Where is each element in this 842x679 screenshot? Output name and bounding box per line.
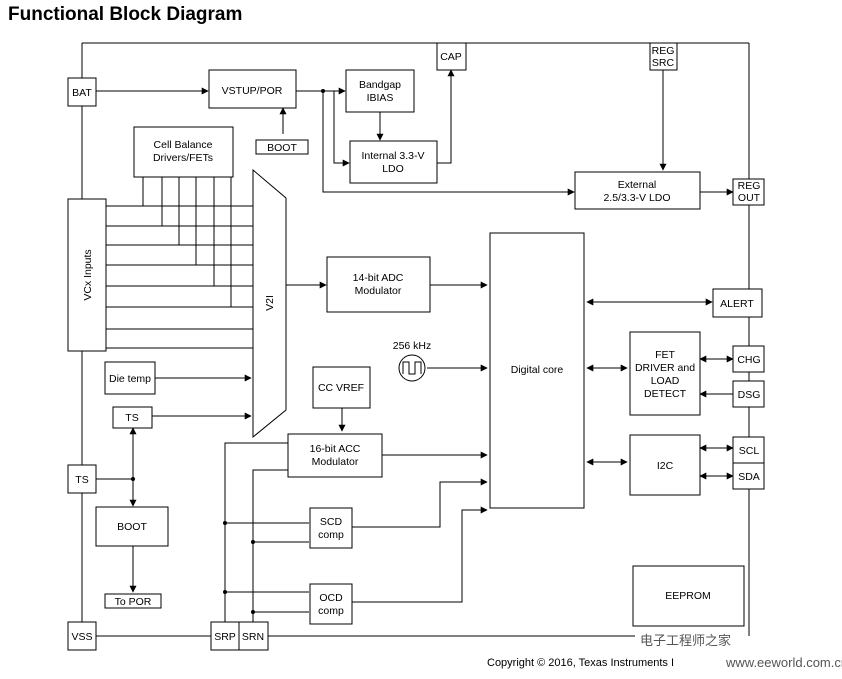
watermark-url: www.eeworld.com.cn [724, 655, 842, 670]
fet-driver-label-3: LOAD [651, 375, 680, 387]
block-boot-small: BOOT [255, 139, 309, 155]
pin-bat-label: BAT [72, 87, 92, 99]
cell-balance-label-2: Drivers/FETs [153, 152, 213, 164]
to-por-label: To POR [115, 596, 152, 608]
pin-vss-label: VSS [71, 631, 92, 643]
block-adc-modulator: 14-bit ADC Modulator [326, 256, 431, 313]
boot-large-label: BOOT [117, 521, 147, 533]
clock-label: 256 kHz [393, 340, 432, 352]
pin-bat: BAT [67, 77, 97, 107]
block-i2c: I2C [629, 434, 701, 496]
junction-dots [131, 89, 325, 614]
pin-srp-label: SRP [214, 631, 236, 643]
watermark-logo-text: 电子工程师之家 [640, 633, 732, 648]
scd-label-1: SCD [320, 516, 343, 528]
block-fet-driver: FET DRIVER and LOAD DETECT [629, 331, 701, 416]
pin-ts-label: TS [75, 474, 88, 486]
eeprom-label: EEPROM [665, 590, 711, 602]
block-external-ldo: External 2.5/3.3-V LDO [574, 171, 701, 210]
pin-vss: VSS [67, 621, 97, 651]
vstup-por-label: VSTUP/POR [222, 85, 283, 97]
i2c-label: I2C [657, 460, 674, 472]
block-cell-balance: Cell Balance Drivers/FETs [133, 126, 234, 178]
pin-scl: SCL [732, 436, 765, 464]
pin-ts: TS [67, 464, 97, 494]
block-acc-modulator: 16-bit ACC Modulator [287, 433, 383, 478]
block-internal-ldo: Internal 3.3-V LDO [349, 140, 438, 184]
ocd-label-2: comp [318, 605, 344, 617]
acc-label-2: Modulator [312, 456, 359, 468]
block-vcx-inputs: VCx Inputs [67, 198, 107, 352]
pin-srn: SRN [238, 621, 269, 651]
copyright-text: Copyright © 2016, Texas Instruments I [487, 657, 675, 669]
pin-srn-label: SRN [242, 631, 264, 643]
pin-reg-src-label-1: REG [652, 45, 675, 57]
pin-cap: CAP [436, 42, 467, 71]
block-clock: 256 kHz [393, 340, 432, 382]
block-die-temp: Die temp [104, 361, 156, 395]
block-eeprom: EEPROM [632, 565, 745, 627]
adc-label-1: 14-bit ADC [353, 272, 404, 284]
pin-reg-src-label-2: SRC [652, 57, 675, 69]
pin-dsg: DSG [732, 380, 765, 408]
cell-balance-label-1: Cell Balance [154, 139, 213, 151]
v2i-label: V2I [264, 295, 276, 311]
pin-cap-label: CAP [440, 51, 462, 63]
bandgap-label-1: Bandgap [359, 79, 401, 91]
wires [96, 69, 734, 622]
block-boot-large: BOOT [95, 506, 169, 547]
pin-sda: SDA [732, 462, 765, 490]
bandgap-label-2: IBIAS [367, 92, 394, 104]
block-vstup-por: VSTUP/POR [208, 69, 297, 109]
ts-internal-label: TS [125, 412, 138, 424]
block-cc-vref: CC VREF [312, 366, 371, 409]
block-ts-internal: TS [112, 406, 153, 429]
pin-alert: ALERT [712, 288, 763, 318]
fet-driver-label-1: FET [655, 349, 675, 361]
pin-scl-label: SCL [739, 445, 760, 457]
fet-driver-label-4: DETECT [644, 388, 687, 400]
external-ldo-label-1: External [618, 179, 657, 191]
adc-label-2: Modulator [355, 285, 402, 297]
pin-reg-src: REG SRC [649, 42, 678, 71]
digital-core-label: Digital core [511, 364, 564, 376]
pin-alert-label: ALERT [720, 298, 754, 310]
ocd-label-1: OCD [319, 592, 343, 604]
block-digital-core: Digital core [489, 232, 585, 509]
diagram-title: Functional Block Diagram [8, 4, 243, 25]
boot-small-label: BOOT [267, 142, 297, 154]
pin-dsg-label: DSG [738, 389, 761, 401]
scd-label-2: comp [318, 529, 344, 541]
acc-label-1: 16-bit ACC [310, 443, 361, 455]
internal-ldo-label-1: Internal 3.3-V [361, 150, 424, 162]
pin-chg: CHG [732, 345, 765, 373]
block-bandgap-ibias: Bandgap IBIAS [345, 69, 415, 113]
fet-driver-label-2: DRIVER and [635, 362, 695, 374]
vcx-inputs-label: VCx Inputs [82, 249, 94, 300]
pin-srp: SRP [210, 621, 240, 651]
pin-sda-label: SDA [738, 471, 760, 483]
block-to-por: To POR [104, 593, 162, 609]
pin-chg-label: CHG [737, 354, 760, 366]
internal-ldo-label-2: LDO [382, 163, 404, 175]
pin-reg-out-label-2: OUT [738, 192, 761, 204]
external-ldo-label-2: 2.5/3.3-V LDO [603, 192, 670, 204]
pin-reg-out: REG OUT [732, 178, 765, 206]
block-ocd-comp: OCD comp [309, 583, 353, 625]
block-v2i: V2I [252, 168, 287, 439]
cc-vref-label: CC VREF [318, 382, 364, 394]
block-scd-comp: SCD comp [309, 507, 353, 549]
pin-reg-out-label-1: REG [738, 180, 761, 192]
clock-waveform-icon [402, 361, 422, 375]
die-temp-label: Die temp [109, 373, 151, 385]
